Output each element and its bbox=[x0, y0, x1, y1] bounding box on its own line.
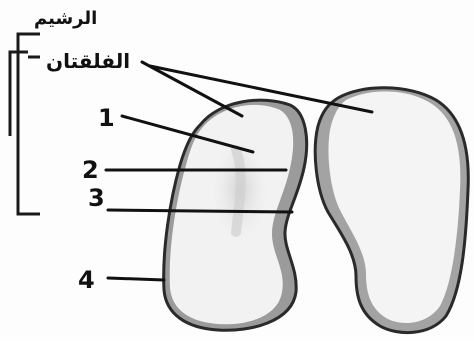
label-1: 1 bbox=[98, 104, 115, 132]
pointer-cotyledon-left bbox=[142, 62, 242, 116]
right-cotyledon bbox=[315, 88, 468, 333]
label-4: 4 bbox=[78, 266, 95, 294]
right-cotyledon-face bbox=[328, 91, 460, 323]
embryo-axis bbox=[236, 150, 241, 232]
label-embryo: الرشيم bbox=[34, 8, 97, 29]
embryo-bracket bbox=[10, 34, 40, 214]
pointer-3 bbox=[108, 210, 292, 212]
pointer-4 bbox=[108, 278, 164, 280]
label-3: 3 bbox=[88, 184, 105, 212]
label-2: 2 bbox=[82, 156, 99, 184]
label-cotyledons: الفلقتان bbox=[46, 49, 130, 73]
